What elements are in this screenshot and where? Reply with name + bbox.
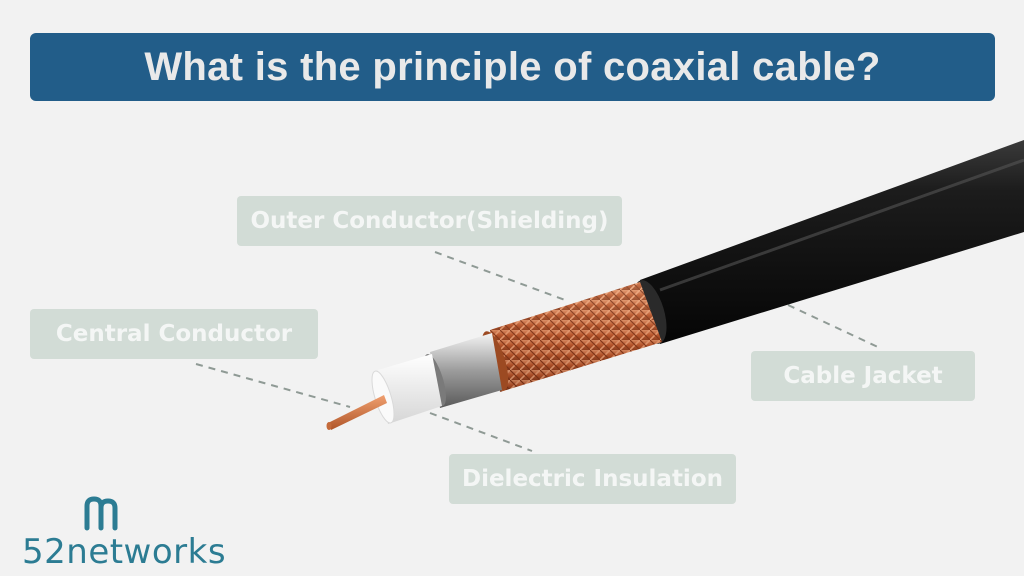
label-central-conductor-text: Central Conductor [55, 321, 293, 347]
leader-lines [195, 251, 881, 452]
label-central-conductor: Central Conductor [30, 309, 318, 359]
logo-text: 52networks [22, 532, 227, 572]
braided-shield [481, 282, 662, 392]
brand-logo: 52networks [20, 496, 226, 572]
leader-dielectric [429, 412, 533, 452]
leader-cable-jacket [787, 304, 881, 349]
label-cable-jacket-text: Cable Jacket [783, 363, 943, 389]
title-bar: What is the principle of coaxial cable? [30, 33, 995, 101]
label-dielectric-insulation-text: Dielectric Insulation [461, 466, 723, 492]
dielectric-insulation [371, 354, 442, 424]
label-outer-conductor: Outer Conductor(Shielding) [237, 196, 622, 246]
logo-mark-icon [84, 496, 118, 531]
central-conductor [326, 395, 387, 430]
cable-jacket [633, 140, 1024, 344]
label-outer-conductor-text: Outer Conductor(Shielding) [250, 208, 609, 234]
leader-outer-conductor [434, 251, 566, 301]
label-cable-jacket: Cable Jacket [751, 351, 975, 401]
label-dielectric-insulation: Dielectric Insulation [449, 454, 736, 504]
page-title: What is the principle of coaxial cable? [144, 44, 881, 89]
leader-central-conductor [195, 363, 351, 408]
